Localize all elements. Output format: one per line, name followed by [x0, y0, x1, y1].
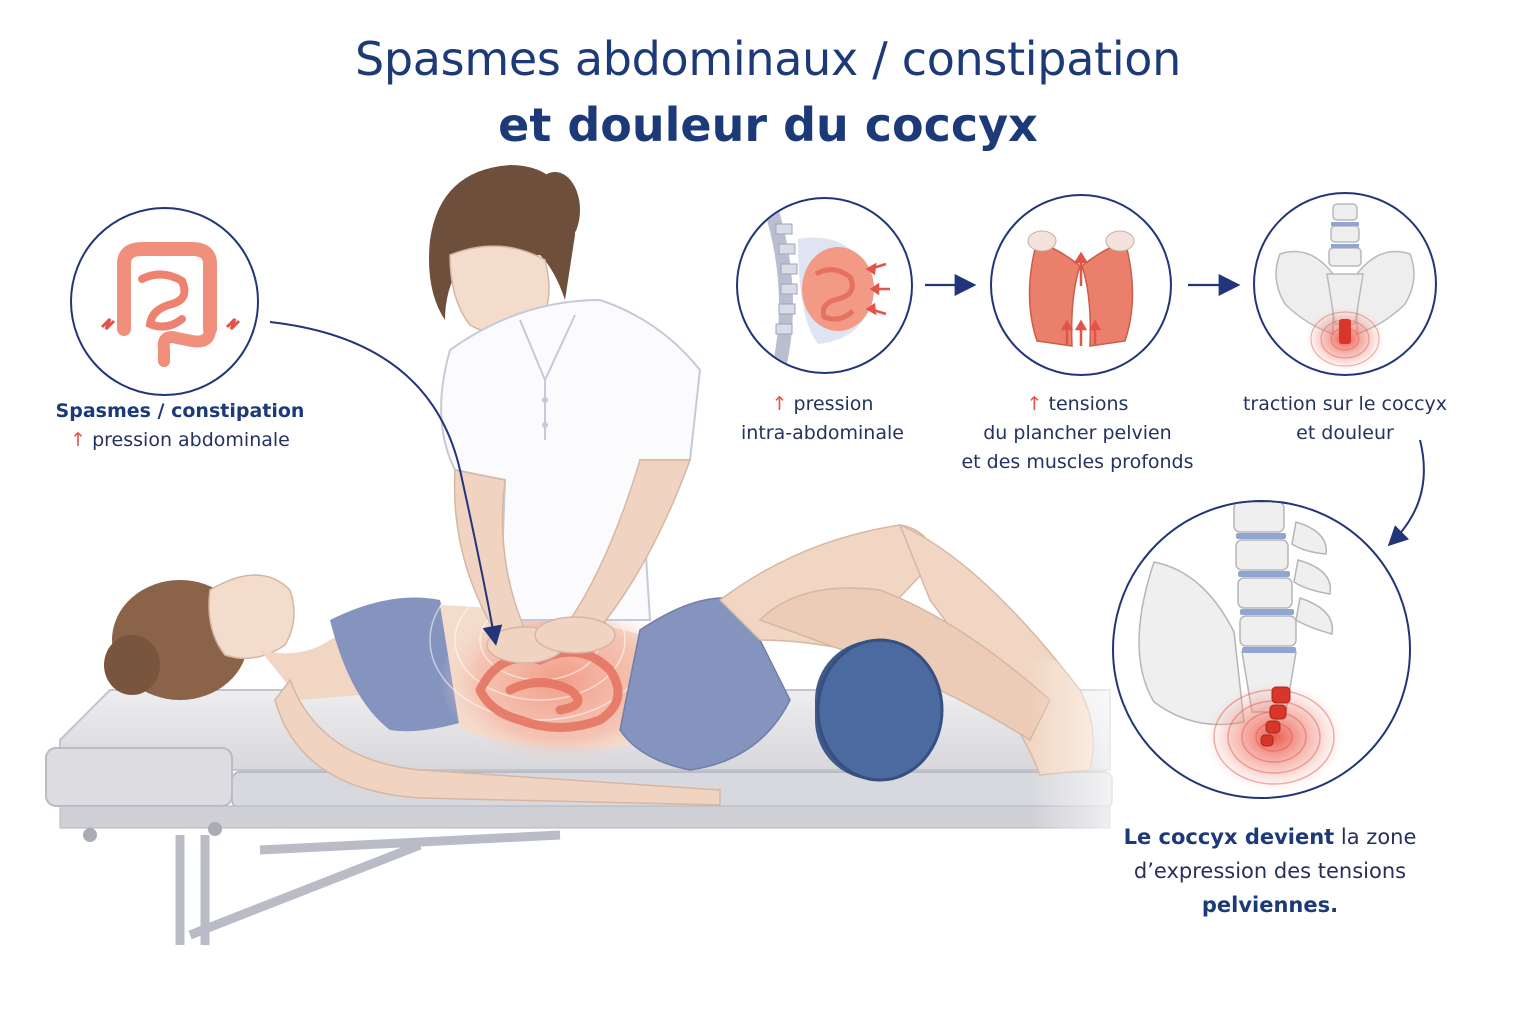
conclusion-bold-2: pelviennes. — [1201, 893, 1339, 917]
title-line-2-prefix: et — [498, 98, 552, 152]
step1-line1: ↑ pression — [715, 390, 930, 419]
colon-icon — [117, 242, 217, 367]
intestine-icon — [802, 247, 874, 331]
conclusion-text: Le coccyx devient la zone d’expression d… — [1100, 820, 1440, 922]
title-line-2-bold: douleur du coccyx — [567, 98, 1038, 152]
step1-line2: intra-abdominale — [741, 422, 904, 444]
left-caption: Spasmes / constipation ↑ pression abdomi… — [30, 397, 330, 455]
conclusion-text-2: d’expression des tensions — [1133, 859, 1407, 883]
up-arrow-icon: ↑ — [1026, 393, 1043, 415]
colon-circle — [70, 207, 259, 396]
bolster-cushion — [815, 638, 944, 782]
up-arrow-icon: ↑ — [70, 429, 87, 451]
pelvis-circle — [1253, 192, 1437, 376]
step3-line1: traction sur le coccyx — [1242, 393, 1448, 415]
step1-caption: ↑ pression intra-abdominale — [715, 390, 930, 448]
left-caption-heading: Spasmes / constipation — [55, 400, 305, 422]
left-caption-line: ↑ pression abdominale — [30, 426, 330, 455]
title-line-2: et douleur du coccyx — [0, 98, 1536, 152]
pressure-arrows-icon — [865, 262, 890, 316]
left-caption-text: pression abdominale — [92, 429, 290, 451]
table-legs — [175, 830, 561, 945]
spasm-bolt-icon — [100, 317, 241, 331]
coccyx-detail-circle — [1112, 500, 1411, 799]
pelvic-floor-circle — [990, 194, 1172, 376]
pressure-circle — [736, 197, 913, 374]
step3-line2: et douleur — [1296, 422, 1394, 444]
conclusion-text-1: la zone — [1340, 825, 1417, 849]
step3-caption: traction sur le coccyx et douleur — [1225, 390, 1465, 448]
step2-text1: tensions — [1048, 393, 1129, 415]
tension-arrows-icon — [1060, 251, 1102, 346]
pelvic-muscle-icon — [1027, 230, 1135, 347]
step2-line2: du plancher pelvien — [983, 422, 1172, 444]
step1-text1: pression — [793, 393, 874, 415]
title-line-1: Spasmes abdominaux / constipation — [354, 32, 1181, 86]
coccyx-icon — [1260, 686, 1291, 747]
step2-caption: ↑ tensions du plancher pelvien et des mu… — [940, 390, 1215, 477]
conclusion-bold-1: Le coccyx devient — [1123, 825, 1335, 849]
up-arrow-icon: ↑ — [771, 393, 788, 415]
step2-line3: et des muscles profonds — [961, 451, 1194, 473]
step2-line1: ↑ tensions — [940, 390, 1215, 419]
therapist — [429, 165, 702, 664]
